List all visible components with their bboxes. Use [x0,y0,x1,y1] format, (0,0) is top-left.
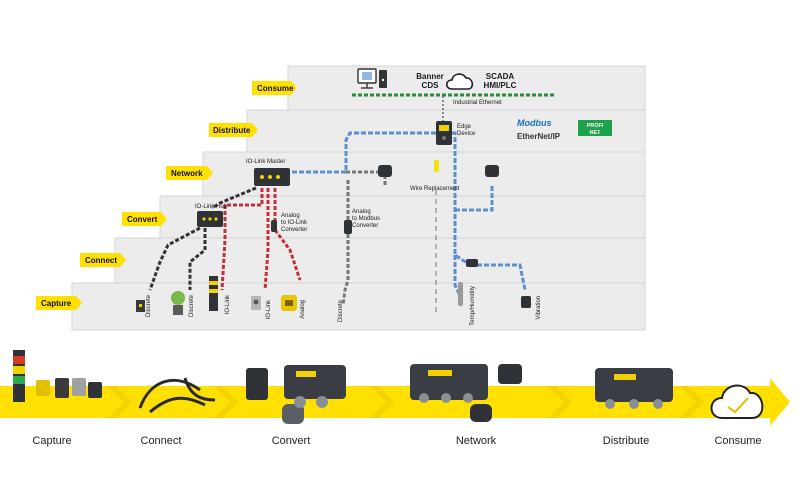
sensor-label: Discrete [189,294,195,317]
sensor-label: IO-Link [225,294,231,314]
profinet-logo-text-2: NET [590,130,602,136]
analog-modbus-label-2: to Modbus [352,216,380,222]
cloud-icon [445,73,474,90]
sensor-label: Discrete [146,294,152,317]
sensor-discrete-1-icon [136,300,145,312]
sensor-label: Analog [300,300,306,319]
cable-hub-sensor-2 [148,226,201,291]
radio-node-icon-2 [485,165,499,177]
io-link-master-label: IO-Link Master [246,159,285,165]
pc-tower-icon [379,70,387,88]
sensor-vibration-icon [521,296,531,308]
edge-device-icon [436,121,452,145]
analog-modbus-label-1: Analog [352,209,371,215]
distribute-products [595,368,673,409]
sensor-label: IO-Link [266,299,272,319]
stage-label-connect: Connect [141,435,182,447]
sensor-io-link-icon [251,296,261,310]
analog-modbus-converter-icon [344,220,352,234]
sensor-discrete-2-icon [171,291,185,315]
cable-modbus-converter [341,180,350,306]
cable-temp-humidity [453,255,464,301]
level-tag-distribute-text: Distribute [213,126,251,135]
analog-io-link-label-2: to IO-Link [281,220,308,226]
ethernet-ip-logo-text: EtherNet/IP [517,132,561,141]
level-dividers [115,109,645,284]
cable-hub-sensor-1 [188,228,207,290]
modbus-logo-text: Modbus [517,118,552,128]
banner-cds-label-2: CDS [422,81,440,90]
wire-replacement-label: Wire Replacement [410,186,460,192]
scada-label-1: SCADA [486,72,515,81]
stage-label-consume: Consume [714,435,761,447]
radio-node-icon-1 [378,165,392,177]
monitor-icon [357,68,377,89]
cable-edge-to-field [452,131,471,267]
level-tag-distribute: Distribute [209,123,258,137]
analog-io-link-label-1: Analog [281,213,300,219]
stage-label-distribute: Distribute [603,435,649,447]
cable-edge-to-radio [455,185,494,212]
cable-master-to-edge [290,131,436,174]
level-tag-convert: Convert [122,212,167,226]
sensor-temp-humidity-icon [458,282,463,306]
cable-vibration [470,263,527,291]
level-tag-network-text: Network [171,169,203,178]
sensor-label: Vibration [536,296,542,320]
analog-io-link-converter-icon [271,220,277,232]
sensor-analog-icon [281,295,297,311]
sensor-label: Discrete [338,299,344,322]
cables [148,131,527,306]
cable-master-analog [273,188,302,281]
profinet-logo-text-1: PROFI [587,123,604,129]
capture-products [13,350,102,402]
cable-master-io-link-2 [220,188,264,291]
level-tag-capture: Capture [36,296,82,310]
industrial-ethernet-label: Industrial Ethernet [453,100,502,106]
level-tag-consume-text: Consume [257,84,294,93]
banner-cds-label-1: Banner [416,72,444,81]
wireless-marker-icon [434,160,439,172]
analog-modbus-label-3: Converter [352,223,378,229]
level-tag-capture-text: Capture [41,299,72,308]
level-tag-consume: Consume [252,81,297,95]
sensor-tower-light-icon [209,276,218,311]
flow-chevrons [108,386,704,418]
stage-label-network: Network [456,435,497,447]
level-tag-connect-text: Connect [85,256,117,265]
stage-label-convert: Convert [272,435,311,447]
level-tag-convert-text: Convert [127,215,158,224]
analog-io-link-label-3: Converter [281,227,307,233]
sensor-labels: Discrete Discrete IO-Link IO-Link Analog… [146,286,542,326]
scada-label-2: HMI/PLC [484,81,517,90]
network-products [410,364,522,422]
cable-master-hub [211,186,257,210]
cloud-check-icon [710,384,764,419]
io-link-hub-label: IO-Link Hub [195,204,228,210]
profinet-logo: PROFI NET [578,120,612,136]
level-tag-connect: Connect [80,253,126,267]
sensor-label: Temp/Humidity [470,286,476,326]
io-link-master-icon [254,168,290,186]
connect-products [138,377,216,414]
bottom-stage-labels: Capture Connect Convert Network Distribu… [32,435,761,447]
staircase-panel [71,65,646,331]
t-splitter-icon [466,259,478,267]
convert-products [246,365,346,424]
edge-device-label-1: Edge [457,124,472,130]
stage-label-capture: Capture [32,435,71,447]
io-link-hub-icon [197,211,223,227]
level-tag-network: Network [166,166,213,180]
edge-device-label-2: Device [457,131,476,137]
cable-master-io-link-1 [263,188,270,291]
